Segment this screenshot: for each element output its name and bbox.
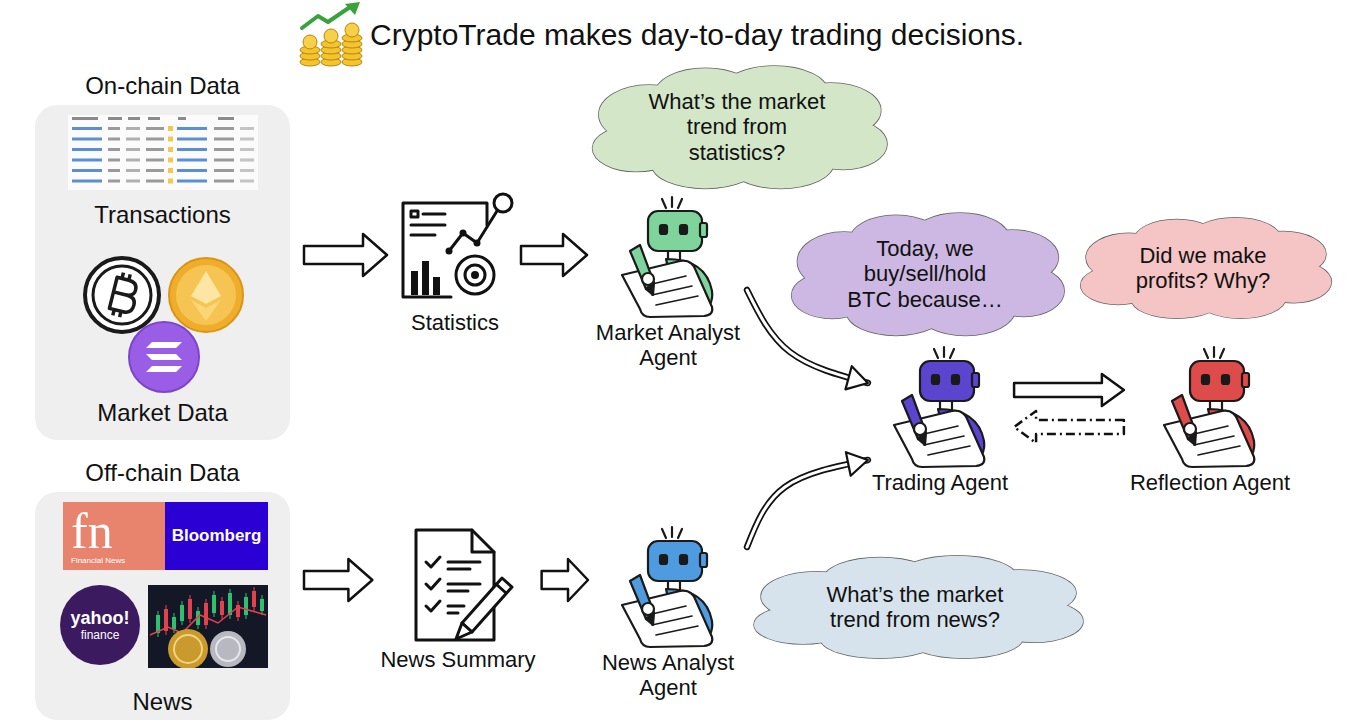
panel-label: News	[35, 687, 290, 720]
panel-heading: On-chain Data	[35, 71, 290, 105]
agent-node: Market Analyst Agent	[593, 195, 743, 371]
hollow-arrow	[1014, 411, 1124, 443]
hollow-arrow	[521, 234, 587, 276]
robot-icon	[880, 345, 1000, 470]
source-logo: Bloomberg	[165, 502, 268, 570]
thought-cloud: What’s the market trend from statistics?	[580, 64, 893, 190]
data-panel: Off-chain DataNewsfnFinancial NewsBloomb…	[35, 458, 290, 720]
hollow-arrow	[542, 559, 588, 601]
caption: Market Analyst Agent	[593, 320, 743, 371]
hollow-arrow	[1014, 374, 1124, 406]
logo-text: finance	[81, 628, 120, 642]
thought-cloud: Did we make profits? Why?	[1070, 216, 1337, 320]
arrow-head	[846, 452, 868, 476]
news-photo	[148, 585, 268, 668]
cloud-text: Did we make profits? Why?	[1123, 243, 1283, 294]
source-logo: yahoo!finance	[60, 585, 140, 665]
arrow-head	[845, 366, 867, 389]
stats-icon	[395, 185, 515, 310]
flow-arrow	[1014, 411, 1124, 443]
robot-icon	[608, 195, 728, 320]
logo-text: fn	[63, 506, 167, 556]
caption: News Analyst Agent	[593, 650, 743, 701]
thought-cloud: Today, we buy/sell/hold BTC because…	[780, 211, 1070, 337]
logo-text: Financial News	[63, 556, 167, 566]
cloud-text: What’s the market trend from news?	[819, 582, 1011, 633]
title-bar: CryptoTrade makes day-to-day trading dec…	[370, 18, 1024, 52]
cloud-text: What’s the market trend from statistics?	[643, 89, 831, 165]
panel-heading: Off-chain Data	[35, 458, 290, 492]
robot-icon	[608, 525, 728, 650]
caption: Reflection Agent	[1130, 470, 1290, 495]
panel-label: Transactions	[35, 200, 290, 229]
source-logo: fnFinancial News	[63, 502, 167, 570]
transaction-table	[68, 115, 258, 190]
hollow-arrow	[304, 559, 372, 601]
flow-arrow	[304, 234, 387, 276]
caption: Statistics	[411, 310, 499, 335]
hollow-arrow	[304, 234, 387, 276]
panel-ground: TransactionsMarket Data	[35, 105, 290, 440]
thought-cloud: What’s the market trend from news?	[740, 554, 1090, 660]
caption: Trading Agent	[872, 470, 1008, 495]
panel-label: Market Data	[35, 398, 290, 427]
caption: News Summary	[380, 647, 535, 672]
icon-node: Statistics	[395, 185, 515, 335]
doc-icon	[398, 522, 518, 647]
agent-node: Trading Agent	[872, 345, 1008, 495]
icon-node: News Summary	[380, 522, 535, 672]
title-icon	[296, 2, 368, 68]
flow-arrow	[747, 452, 868, 547]
logo-text: Bloomberg	[172, 526, 262, 546]
logo-text: yahoo!	[70, 608, 129, 628]
data-panel: On-chain DataTransactionsMarket Data	[35, 71, 290, 440]
flow-arrow	[521, 234, 587, 276]
coin-icons	[68, 229, 258, 394]
cloud-text: Today, we buy/sell/hold BTC because…	[843, 236, 1008, 312]
robot-icon	[1150, 345, 1270, 470]
title: CryptoTrade makes day-to-day trading dec…	[370, 18, 1024, 52]
flow-arrow	[304, 559, 372, 601]
agent-node: Reflection Agent	[1130, 345, 1290, 495]
agent-node: News Analyst Agent	[593, 525, 743, 701]
flow-arrow	[1014, 374, 1124, 406]
flow-arrow	[542, 559, 588, 601]
panel-ground: NewsfnFinancial NewsBloombergyahoo!finan…	[35, 492, 290, 720]
